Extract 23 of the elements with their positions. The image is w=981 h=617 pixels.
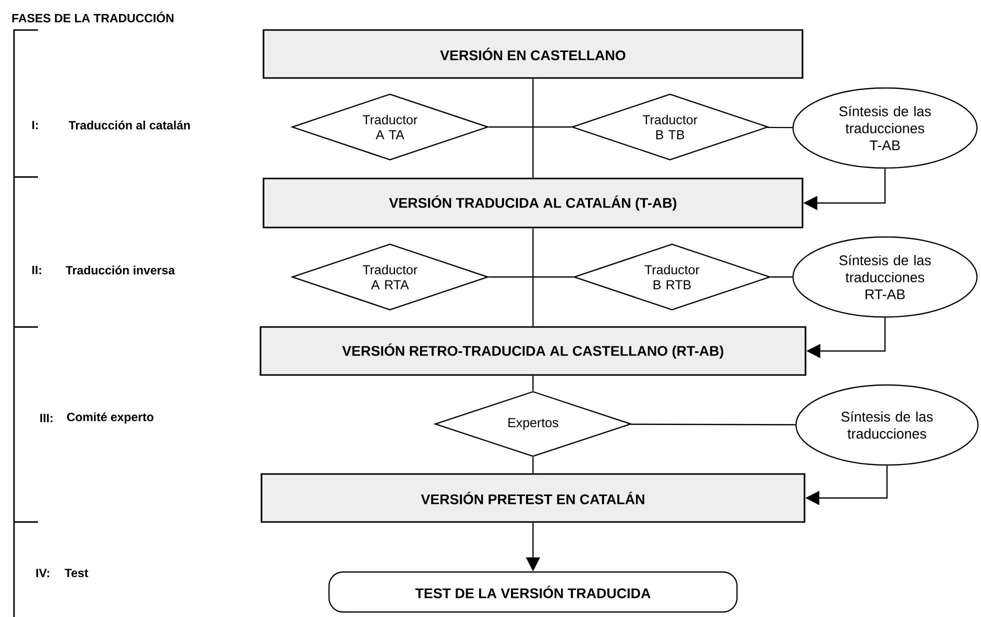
connector-line [488, 126, 572, 128]
phase-label: I: [32, 120, 38, 130]
phase-label: Traducción al catalán [68, 120, 190, 130]
phase-label: IV: [36, 568, 50, 578]
process-box: VERSIÓN TRADUCIDA AL CATALÁN (T-AB) [262, 178, 804, 228]
connector-line [532, 376, 534, 391]
connector-line [770, 276, 792, 278]
phase-label: Comité experto [67, 412, 154, 424]
process-box: VERSIÓN PRETEST EN CATALÁN [260, 473, 806, 523]
connector-line [630, 424, 796, 426]
phase-label: Traducción inversa [66, 266, 175, 274]
connector-line [767, 126, 792, 128]
phase-label: II: [32, 266, 42, 274]
terminal-box: TEST DE LA VERSIÓN TRADUCIDA [328, 571, 738, 613]
connector-line [532, 228, 534, 326]
title: FASES DE LA TRADUCCIÓN [12, 12, 174, 22]
process-box: VERSIÓN EN CASTELLANO [262, 29, 804, 79]
phase-label: III: [40, 414, 52, 422]
connector-line [488, 276, 574, 278]
phase-label: Test [64, 568, 88, 578]
connector-line [532, 457, 534, 474]
process-box: VERSIÓN RETRO-TRADUCIDA AL CASTELLANO (RT-AB) [260, 326, 806, 376]
connector-line [532, 78, 534, 178]
